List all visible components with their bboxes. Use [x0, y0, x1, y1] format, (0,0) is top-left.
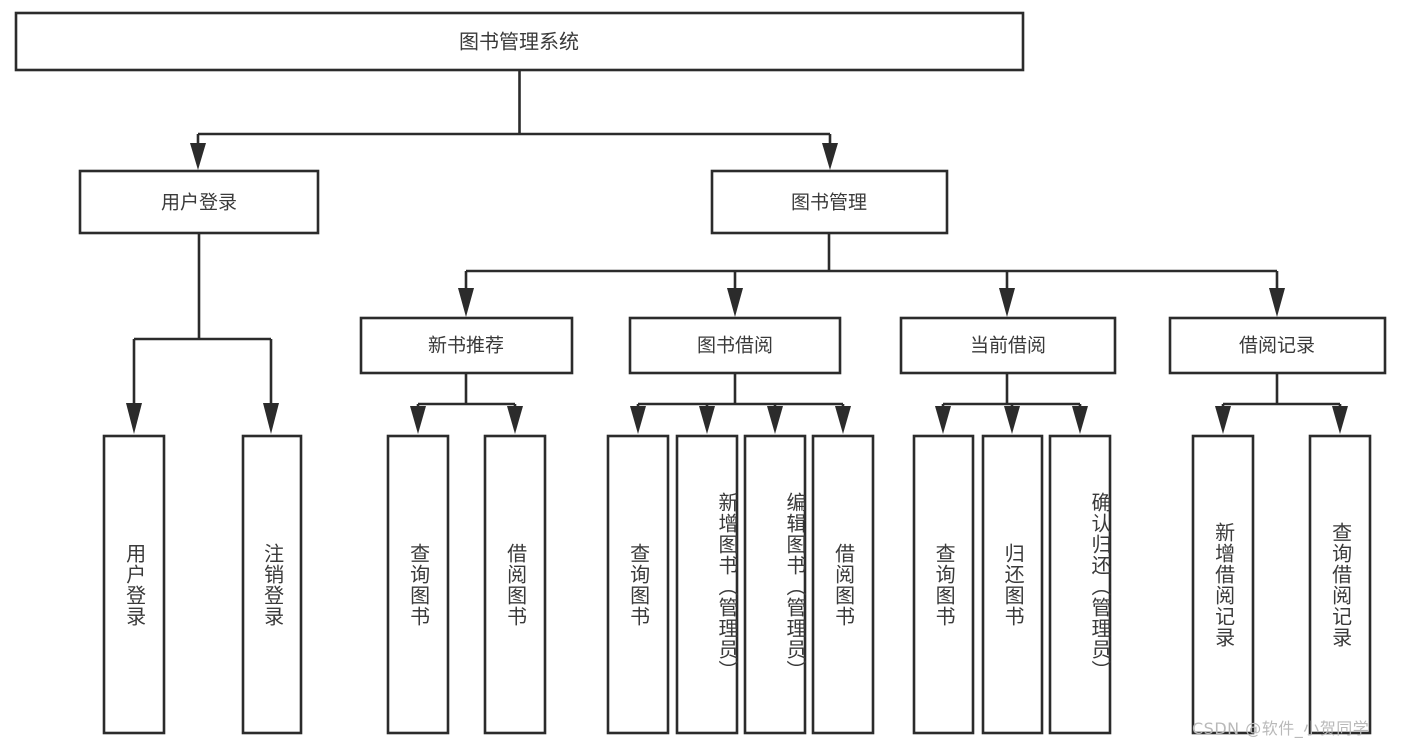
arrow-head-icon: [410, 406, 426, 434]
arrow-head-icon: [458, 288, 474, 317]
node-leaf-logout-box[interactable]: [241, 434, 303, 735]
node-root[interactable]: 图书管理系统: [14, 11, 1025, 72]
node-leaf-add-book-box[interactable]: [675, 434, 739, 735]
node-book-management[interactable]: 图书管理: [710, 169, 949, 235]
node-book-management-box[interactable]: [710, 169, 949, 235]
node-leaf-query-book-1-box[interactable]: [386, 434, 450, 735]
node-book-borrow[interactable]: 图书借阅: [628, 316, 842, 375]
node-root-box[interactable]: [14, 11, 1025, 72]
node-new-book-recommend-label: 新书推荐: [428, 335, 504, 357]
node-user-login-box[interactable]: [78, 169, 320, 235]
node-current-borrow[interactable]: 当前借阅: [899, 316, 1117, 375]
node-root-label: 图书管理系统: [459, 30, 579, 54]
node-book-borrow-box[interactable]: [628, 316, 842, 375]
arrow-head-icon: [767, 406, 783, 434]
arrow-head-icon: [126, 403, 142, 434]
node-leaf-confirm-return-box[interactable]: [1048, 434, 1112, 735]
node-leaf-query-record-box[interactable]: [1308, 434, 1372, 735]
arrow-head-icon: [822, 143, 838, 170]
arrow-head-icon: [1004, 406, 1020, 434]
node-user-login-label: 用户登录: [161, 192, 237, 214]
arrow-head-icon: [699, 406, 715, 434]
arrow-head-icon: [999, 288, 1015, 317]
node-current-borrow-label: 当前借阅: [970, 335, 1046, 357]
arrow-head-icon: [190, 143, 206, 170]
node-new-book-recommend[interactable]: 新书推荐: [359, 316, 574, 375]
node-leaf-query-book-3-box[interactable]: [912, 434, 975, 735]
node-leaf-add-record-box[interactable]: [1191, 434, 1255, 735]
node-book-borrow-label: 图书借阅: [697, 335, 773, 357]
connector-group: [126, 70, 1348, 434]
arrow-head-icon: [1269, 288, 1285, 317]
node-borrow-record[interactable]: 借阅记录: [1168, 316, 1387, 375]
node-current-borrow-box[interactable]: [899, 316, 1117, 375]
arrow-head-icon: [263, 403, 279, 434]
watermark-label: CSDN @软件_小贺同学: [1192, 719, 1370, 738]
arrow-head-icon: [1072, 406, 1088, 434]
node-user-login[interactable]: 用户登录: [78, 169, 320, 235]
node-leaf-edit-book-box[interactable]: [743, 434, 807, 735]
node-leaf-user-login-box[interactable]: [102, 434, 166, 735]
leaf-node-group: [102, 434, 1372, 735]
node-leaf-borrow-book-2-box[interactable]: [811, 434, 875, 735]
node-new-book-recommend-box[interactable]: [359, 316, 574, 375]
arrow-head-icon: [630, 406, 646, 434]
arrow-head-icon: [1332, 406, 1348, 434]
node-leaf-return-book-box[interactable]: [981, 434, 1044, 735]
node-borrow-record-box[interactable]: [1168, 316, 1387, 375]
node-borrow-record-label: 借阅记录: [1239, 335, 1315, 357]
node-leaf-query-book-2-box[interactable]: [606, 434, 670, 735]
arrow-head-icon: [835, 406, 851, 434]
arrow-head-icon: [507, 406, 523, 434]
arrow-head-icon: [935, 406, 951, 434]
node-leaf-borrow-book-1-box[interactable]: [483, 434, 547, 735]
arrow-head-icon: [727, 288, 743, 317]
arrow-head-icon: [1215, 406, 1231, 434]
node-book-management-label: 图书管理: [791, 192, 867, 214]
